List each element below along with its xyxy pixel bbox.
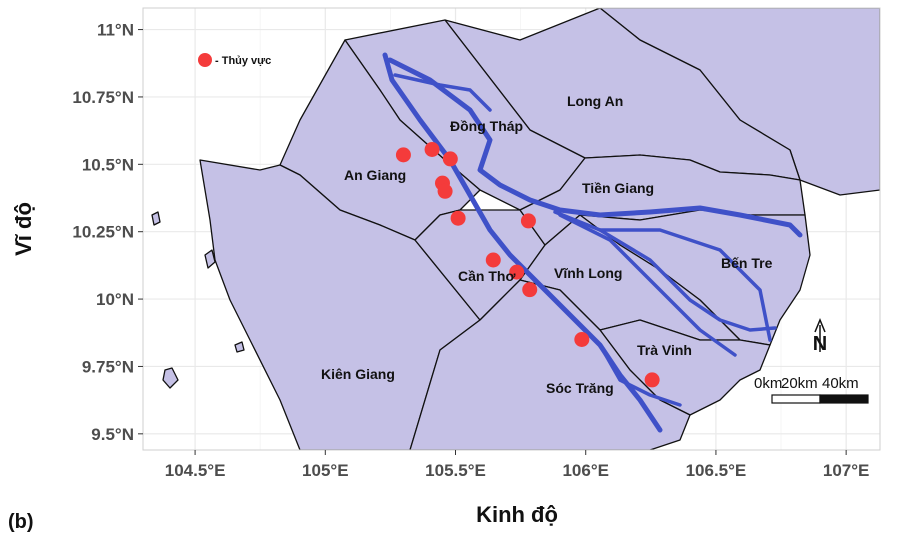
label-an-giang: An Giang [344,167,406,183]
y-tick-label: 10.25°N [72,223,134,242]
y-tick-label: 10.5°N [82,155,134,174]
sampling-point [520,213,536,229]
label-dong-thap: Đồng Tháp [450,118,523,134]
y-tick-label: 10°N [96,290,134,309]
sampling-point [424,141,440,157]
label-tien-giang: Tiền Giang [582,180,654,196]
label-can-tho: Cần Thơ [458,268,515,284]
x-axis-ticks: 104.5°E 105°E 105.5°E 106°E 106.5°E 107°E [165,450,870,480]
river-branch-3 [598,228,772,342]
north-arrow-icon: N [813,318,827,355]
sampling-point [437,183,453,199]
svg-text:N: N [813,333,827,355]
island-4 [234,341,245,353]
river-hau [382,52,663,433]
sampling-point [522,282,538,298]
x-tick-label: 106°E [562,461,609,480]
sampling-points [395,141,660,388]
sampling-point [450,210,466,226]
label-soc-trang: Sóc Trăng [546,380,614,396]
y-tick-label: 9.5°N [91,425,134,444]
y-tick-label: 10.75°N [72,88,134,107]
label-tra-vinh: Trà Vinh [637,342,692,358]
sampling-point [485,252,501,268]
scale-label-0: 0km [754,375,782,392]
sampling-point [574,332,590,347]
legend-label: - Thủy vực [215,55,271,67]
legend-point-icon [198,53,212,67]
sampling-point [644,372,660,388]
panel-border [142,7,881,451]
scale-label-40: 40km [822,375,859,392]
scale-label-20: 20km [781,375,818,392]
y-axis-title: Vĩ độ [11,202,36,256]
x-tick-label: 107°E [823,461,870,480]
y-axis-ticks: 11°N 10.75°N 10.5°N 10.25°N 10°N 9.75°N 9.5°N [72,21,143,444]
sampling-point [442,151,458,167]
island-2 [162,367,179,389]
map-layer [151,8,880,450]
river-branch-2 [558,213,737,357]
x-tick-label: 104.5°E [165,461,226,480]
y-tick-label: 11°N [97,21,134,40]
river-branch-4 [598,343,682,407]
sampling-point [509,264,525,280]
label-ben-tre: Bến Tre [721,255,773,271]
river-tien [387,57,803,238]
sampling-point [395,147,411,163]
x-tick-label: 105°E [302,461,349,480]
river-upper [393,73,492,112]
island-1 [151,211,161,226]
scale-bar: 0km 20km 40km [754,375,869,404]
panel-label: (b) [8,511,34,533]
label-vinh-long: Vĩnh Long [554,265,622,281]
x-axis-title: Kinh độ [476,502,558,527]
island-3 [204,249,216,269]
y-tick-label: 9.75°N [82,357,134,376]
x-tick-label: 106.5°E [686,461,747,480]
x-tick-label: 105.5°E [425,461,486,480]
label-kien-giang: Kiên Giang [321,366,395,382]
label-long-an: Long An [567,93,623,109]
